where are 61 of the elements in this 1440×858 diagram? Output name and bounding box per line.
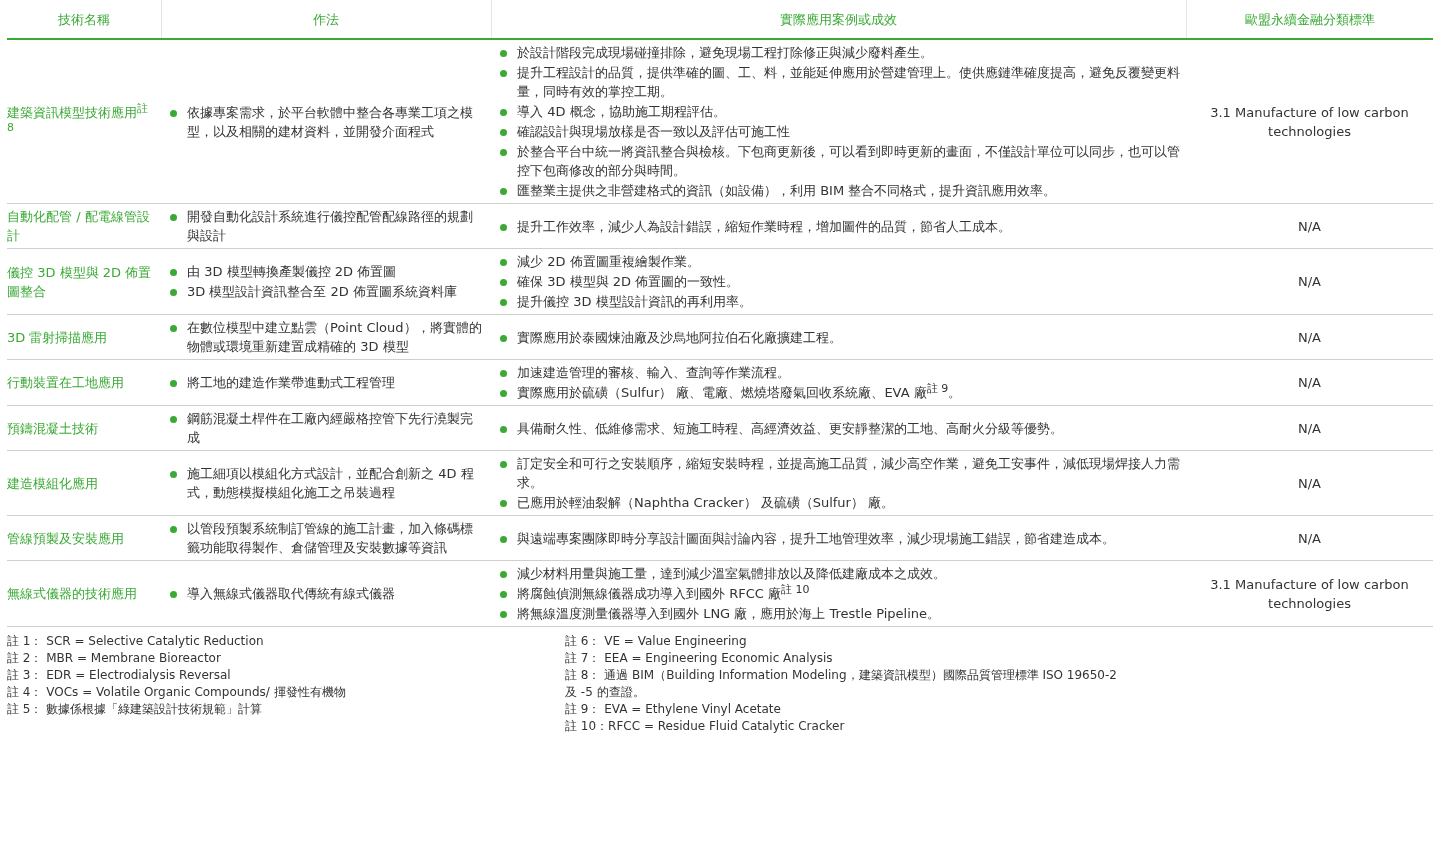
result-text: 實際應用於硫磺（Sulfur） 廠、電廠、燃燒塔廢氣回收系統廠、EVA 廠$^{註 9}$。: [517, 385, 962, 400]
footnote-text: 註 3： EDR = Electrodialysis Reversal: [7, 667, 232, 684]
result-text: 具備耐久性、低維修需求、短施工時程、高經濟效益、更安靜整潔的工地、高耐火分級等優勢。: [517, 420, 1063, 436]
footnote-text: 註 5： 數據係根據「綠建築設計技術規範」計算: [7, 701, 264, 718]
method-text: 在數位模型中建立點雲（Point Cloud），將實體的物體或環境重新建置成精確的 3D 模型: [187, 320, 482, 354]
method-text: 3D 模型設計資訊整合至 2D 佈置圖系統資料庫: [187, 284, 457, 299]
result-text: 將無線溫度測量儀器導入到國外 LNG 廠，應用於海上 Trestle Pipeline。: [517, 606, 940, 621]
result-text: 提升儀控 3D 模型設計資訊的再利用率。: [517, 294, 752, 309]
footnote-text: 註 4： VOCs = Volatile Organic Compounds/ 揮發性有機物: [7, 684, 347, 701]
taxonomy-text: N/A: [1297, 374, 1322, 392]
result-text: 減少材料用量與施工量，達到減少溫室氣體排放以及降低建廠成本之成效。: [517, 566, 946, 581]
result-text: 提升工作效率，減少人為設計錯誤，縮短作業時程，增加圖件的品質，節省人工成本。: [517, 218, 1011, 234]
result-text: 確認設計與現場放樣是否一致以及評估可施工性: [517, 124, 790, 139]
taxonomy-text: 3.1 Manufacture of low carbon technologies: [1209, 575, 1410, 613]
footnote-text: 註 7： EEA = Engineering Economic Analysis: [565, 650, 834, 667]
footnote-text: 註 10：RFCC = Residue Fluid Catalytic Cracker: [565, 718, 846, 735]
method-text: 由 3D 模型轉換產製儀控 2D 佈置圖: [187, 264, 397, 279]
method-text: 依據專案需求，於平台軟體中整合各專業工項之模型，以及相關的建材資料，並開發介面程式: [187, 104, 473, 139]
technology-name: 預鑄混凝土技術: [7, 419, 99, 438]
taxonomy-text: N/A: [1297, 474, 1322, 493]
result-text: 實際應用於泰國煉油廠及沙烏地阿拉伯石化廠擴建工程。: [517, 329, 842, 345]
technology-name: 無線式儀器的技術應用: [7, 585, 138, 603]
taxonomy-text: 3.1 Manufacture of low carbon technologies: [1209, 103, 1410, 141]
column-header: 技術名稱: [57, 11, 110, 27]
result-text: 已應用於輕油裂解（Naphtha Cracker） 及硫磺（Sulfur） 廠。: [517, 495, 895, 510]
result-text: 與遠端專案團隊即時分享設計圖面與討論內容，提升工地管理效率，減少現場施工錯誤，節省建造成本。: [517, 530, 1115, 546]
taxonomy-text: N/A: [1297, 419, 1322, 438]
technology-name: 管線預製及安裝應用: [7, 529, 125, 548]
footnote-text: 註 2： MBR = Membrane Bioreactor: [7, 650, 222, 667]
technology-name: 行動裝置在工地應用: [7, 374, 125, 392]
taxonomy-text: N/A: [1297, 217, 1322, 236]
method-text: 將工地的建造作業帶進動式工程管理: [187, 375, 395, 390]
footnote-text: 註 1： SCR = Selective Catalytic Reduction: [7, 633, 265, 650]
column-header: 實際應用案例或成效: [780, 11, 897, 27]
footnote-text: 註 9： EVA = Ethylene Vinyl Acetate: [565, 701, 782, 718]
method-text: 施工細項以模組化方式設計，並配合創新之 4D 程式，動態模擬模組化施工之吊裝過程: [187, 466, 474, 500]
result-text: 匯整業主提供之非營建格式的資訊（如設備），利用 BIM 整合不同格式，提升資訊應用效率。: [517, 183, 1057, 198]
result-text: 確保 3D 模型與 2D 佈置圖的一致性。: [517, 274, 740, 289]
taxonomy-text: N/A: [1297, 328, 1322, 347]
result-text: 將腐蝕偵測無線儀器成功導入到國外 RFCC 廠$^{註 10}$: [517, 586, 810, 601]
result-text: 於整合平台中統一將資訊整合與檢核。下包商更新後，可以看到即時更新的畫面，不僅設計單位可以同步，也可以管控下包商修改的部分與時間。: [517, 144, 1180, 178]
footnote-text: 註 6： VE = Value Engineering: [565, 633, 748, 650]
column-header: 作法: [313, 11, 339, 27]
technology-name: 儀控 3D 模型與 2D 佈置圖整合: [7, 263, 153, 301]
taxonomy-text: N/A: [1297, 529, 1322, 548]
column-header: 歐盟永續金融分類標準: [1244, 11, 1375, 27]
method-text: 以管段預製系統制訂管線的施工計畫，加入條碼標籤功能取得製作、倉儲管理及安裝數據等資訊: [187, 521, 473, 555]
result-text: 提升工程設計的品質，提供準確的圖、工、料，並能延伸應用於營建管理上。使供應鏈準確度提高，避免反覆變更料量，同時有效的掌控工期。: [517, 65, 1180, 99]
technology-name: 自動化配管 / 配電線管設計: [7, 208, 151, 245]
footnote-text: 註 8： 通過 BIM（Building Information Modeling，建築資訊模型）國際品質管理標準 ISO 19650-2 及 -5 的查證。: [565, 667, 1118, 701]
method-text: 導入無線式儀器取代傳統有線式儀器: [187, 586, 395, 601]
method-text: 鋼筋混凝土桿件在工廠內經嚴格控管下先行澆製完成: [187, 411, 473, 445]
result-text: 於設計階段完成現場碰撞排除，避免現場工程打除修正與減少廢料產生。: [517, 45, 933, 60]
technology-name: 建造模組化應用: [7, 474, 99, 493]
result-text: 訂定安全和可行之安裝順序，縮短安裝時程，並提高施工品質，減少高空作業，避免工安事件，減低現場焊接人力需求。: [517, 456, 1180, 490]
result-text: 減少 2D 佈置圖重複繪製作業。: [517, 254, 700, 269]
result-text: 導入 4D 概念，協助施工期程評估。: [517, 104, 726, 119]
result-text: 加速建造管理的審核、輸入、查詢等作業流程。: [517, 365, 790, 380]
method-text: 開發自動化設計系統進行儀控配管配線路徑的規劃與設計: [187, 209, 473, 243]
technology-name: 3D 雷射掃描應用: [7, 328, 109, 347]
taxonomy-text: N/A: [1297, 273, 1322, 291]
